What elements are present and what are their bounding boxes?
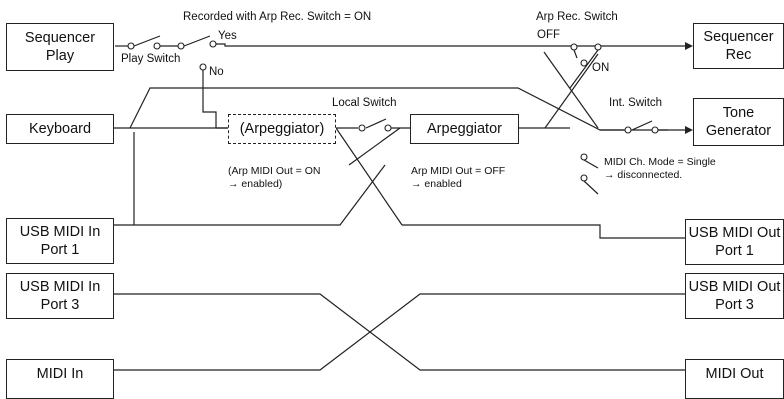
int-switch <box>600 120 693 134</box>
local-switch <box>336 118 410 132</box>
usb-midi-out-port1-block: USB MIDI Out Port 1 <box>685 219 784 265</box>
sequencer-play-block: Sequencer Play <box>6 23 114 71</box>
usb-midi-in-port1-block: USB MIDI In Port 1 <box>6 218 114 264</box>
arpeggiator-block: Arpeggiator <box>410 114 519 144</box>
arpeggiator-label: Arpeggiator <box>427 121 502 137</box>
arpeggiator-dashed-block: (Arpeggiator) <box>228 114 336 144</box>
keyboard-label: Keyboard <box>28 121 92 137</box>
arp-midi-out-on-line2: → enabled) <box>228 177 283 190</box>
on-label: ON <box>592 62 610 74</box>
sequencer-rec-line2: Rec <box>725 47 752 63</box>
sequencer-rec-block: Sequencer Rec <box>693 23 784 69</box>
midi-out-label: MIDI Out <box>705 366 764 382</box>
local-switch-label: Local Switch <box>332 97 397 109</box>
arp-midi-out-off-line1: Arp MIDI Out = OFF <box>411 165 506 177</box>
usb-midi-in-port1-line2: Port 1 <box>40 242 80 258</box>
usb-midi-in-port1-line1: USB MIDI In <box>19 224 101 240</box>
midi-ch-mode-label: MIDI Ch. Mode = Single → disconnected. <box>604 156 716 181</box>
tone-generator-line1: Tone <box>722 105 755 121</box>
local-crossing <box>335 127 403 226</box>
usb-midi-out-port3-line1: USB MIDI Out <box>688 279 781 295</box>
usb-midi-in-port3-line2: Port 3 <box>40 297 80 313</box>
off-label: OFF <box>537 29 560 41</box>
play-switch-label: Play Switch <box>121 53 181 65</box>
sequencer-rec-line1: Sequencer <box>703 29 774 45</box>
play-to-rec-path <box>115 35 693 50</box>
usb3-midi-cross <box>114 290 693 374</box>
no-label: No <box>209 66 224 78</box>
midi-ch-mode-line2: → disconnected. <box>604 168 683 181</box>
midi-ch-mode-line1: MIDI Ch. Mode = Single <box>604 156 716 168</box>
keyboard-block: Keyboard <box>6 114 114 144</box>
arp-midi-out-off-line2: → enabled <box>411 177 462 190</box>
tone-generator-line2: Generator <box>705 123 772 139</box>
arpeggiator-output <box>519 43 602 195</box>
midi-in-block: MIDI In <box>6 359 114 399</box>
arp-midi-out-off-label: Arp MIDI Out = OFF → enabled <box>411 165 505 190</box>
int-switch-label: Int. Switch <box>609 97 663 109</box>
usb-midi-out-port3-line2: Port 3 <box>715 297 754 313</box>
usb-midi-in-port3-line1: USB MIDI In <box>19 279 101 295</box>
usb-midi-out-port1-line2: Port 1 <box>715 243 754 259</box>
arp-rec-switch <box>543 49 599 129</box>
usb-midi-in-port3-block: USB MIDI In Port 3 <box>6 273 114 319</box>
tone-generator-block: Tone Generator <box>693 98 784 146</box>
arpeggiator-dashed-label: (Arpeggiator) <box>239 121 325 137</box>
sequencer-play-line2: Play <box>45 48 75 64</box>
arp-rec-switch-label: Arp Rec. Switch <box>536 11 618 23</box>
usb-midi-out-port1-line1: USB MIDI Out <box>688 225 781 241</box>
arp-midi-out-on-line1: (Arp MIDI Out = ON <box>228 165 321 177</box>
recorded-with-label: Recorded with Arp Rec. Switch = ON <box>183 11 372 23</box>
yes-label: Yes <box>218 30 237 42</box>
usb-midi-out-port3-block: USB MIDI Out Port 3 <box>685 273 784 319</box>
midi-in-label: MIDI In <box>36 366 84 382</box>
midi-out-block: MIDI Out <box>685 359 784 399</box>
signal-flow-diagram <box>114 35 693 374</box>
arp-midi-out-on-label: (Arp MIDI Out = ON → enabled) <box>228 165 320 190</box>
sequencer-play-line1: Sequencer <box>24 30 96 46</box>
usb-in-1-path <box>114 132 693 242</box>
